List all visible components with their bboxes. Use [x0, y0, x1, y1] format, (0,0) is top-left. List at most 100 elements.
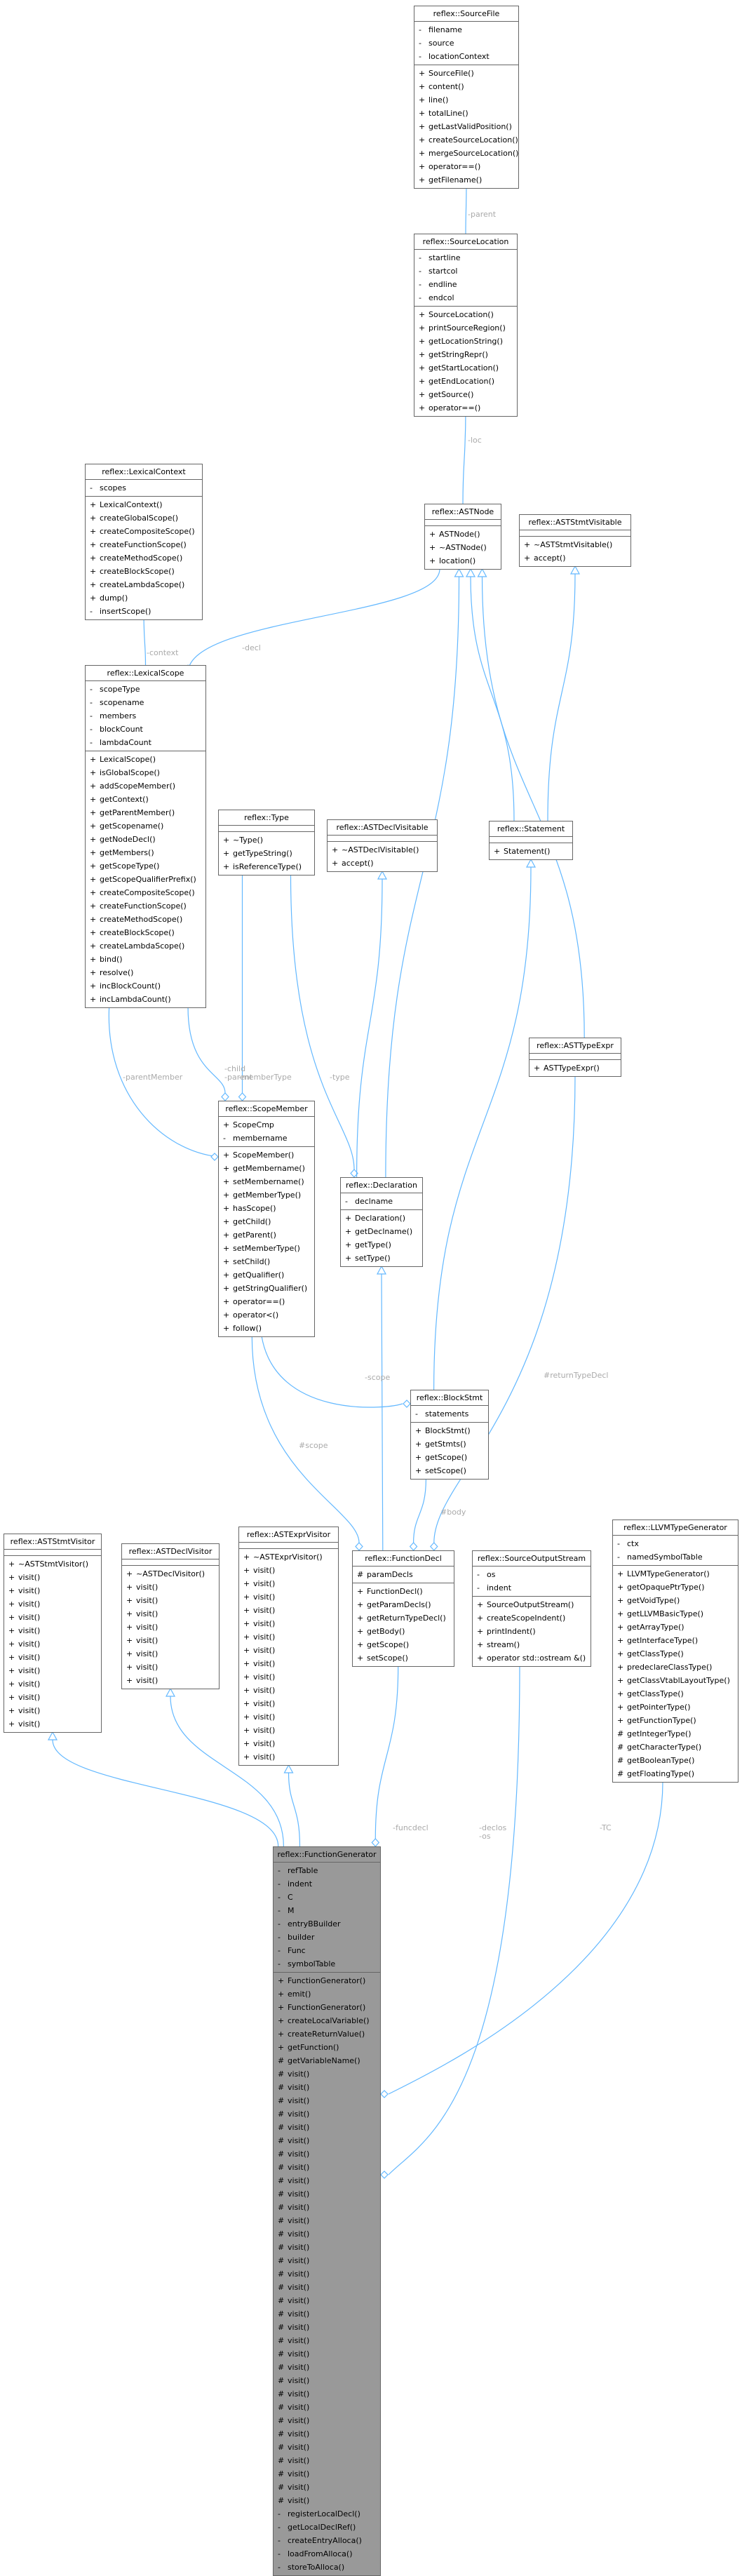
class-box-aststmtvisitor[interactable]: reflex::ASTStmtVisitor+~ASTStmtVisitor()… [4, 1534, 102, 1733]
class-box-statement[interactable]: reflex::Statement+Statement() [489, 821, 573, 860]
class-box-astnode[interactable]: reflex::ASTNode+ASTNode()+~ASTNode()+loc… [424, 504, 501, 570]
member-name: visit() [253, 1646, 276, 1655]
member-name: getLocalDeclRef() [288, 2523, 356, 2532]
method-row: +Statement() [490, 845, 572, 858]
method-row: +visit() [239, 1644, 338, 1657]
member-name: getTypeString() [233, 849, 292, 858]
member-name: visit() [288, 2083, 310, 2092]
method-row: +getDeclname() [341, 1225, 422, 1238]
class-box-blockstmt[interactable]: reflex::BlockStmt-statements+BlockStmt()… [410, 1390, 489, 1480]
class-box-aststmtvisitable[interactable]: reflex::ASTStmtVisitable+~ASTStmtVisitab… [519, 514, 631, 567]
member-name: visit() [18, 1719, 41, 1729]
class-box-sourceoutputstream[interactable]: reflex::SourceOutputStream-os-indent+Sou… [472, 1550, 591, 1667]
member-name: getLLVMBasicType() [627, 1609, 704, 1618]
class-box-astdeclvisitor[interactable]: reflex::ASTDeclVisitor+~ASTDeclVisitor()… [121, 1543, 220, 1689]
member-name: visit() [288, 2229, 310, 2239]
methods-section: + LLVMTypeGenerator() + getOpaquePtrType() +… [613, 1566, 738, 1782]
member-name: visit() [18, 1693, 41, 1702]
edge-label-context: -context [147, 648, 179, 657]
visibility-marker: + [223, 1151, 230, 1160]
member-name: createCompositeScope() [100, 888, 195, 897]
class-title: reflex::Declaration [341, 1178, 422, 1193]
visibility-marker: + [617, 1703, 624, 1712]
class-title: reflex::ASTTypeExpr [529, 1038, 621, 1054]
member-name: ctx [627, 1539, 639, 1548]
edge-llvmtypegenerator-tc-diamond [380, 2090, 389, 2098]
method-row: #visit() [274, 2161, 380, 2174]
member-name: totalLine() [429, 109, 468, 118]
visibility-marker: + [90, 567, 97, 576]
member-name: getStartLocation() [429, 363, 499, 373]
member-name: resolve() [100, 968, 134, 977]
member-name: getInterfaceType() [627, 1636, 699, 1645]
visibility-marker: - [278, 1879, 281, 1889]
visibility-marker: + [477, 1653, 484, 1663]
class-title: reflex::LexicalContext [86, 464, 202, 480]
visibility-marker: + [90, 514, 97, 523]
member-name: LLVMTypeGenerator() [627, 1569, 710, 1578]
method-row: +getSource() [414, 388, 517, 401]
class-box-sourcefile[interactable]: reflex::SourceFile-filename-source-locat… [414, 6, 519, 189]
class-box-scopemember[interactable]: reflex::ScopeMember+ScopeCmp-membername+… [218, 1101, 315, 1337]
class-box-astdeclvisitable[interactable]: reflex::ASTDeclVisitable+~ASTDeclVisitab… [327, 819, 438, 872]
member-name: visit() [253, 1566, 276, 1575]
visibility-marker: # [278, 2443, 285, 2452]
edge-label-funcdecl: -funcdecl [393, 1823, 429, 1832]
member-name: getOpaquePtrType() [627, 1583, 705, 1592]
method-row: -insertScope() [86, 605, 202, 618]
method-row: +visit() [4, 1611, 101, 1624]
member-name: visit() [288, 2203, 310, 2212]
class-box-functiondecl[interactable]: reflex::FunctionDecl#paramDecls+Function… [352, 1550, 454, 1667]
class-box-astexprvisitor[interactable]: reflex::ASTExprVisitor+~ASTExprVisitor()… [238, 1527, 339, 1766]
visibility-marker: + [8, 1573, 15, 1582]
member-name: follow() [233, 1324, 262, 1333]
visibility-marker: # [278, 2389, 285, 2399]
member-name: setMemberType() [233, 1244, 300, 1253]
class-box-sourcelocation[interactable]: reflex::SourceLocation-startline-startco… [414, 234, 518, 417]
visibility-marker: + [223, 1217, 230, 1226]
method-row: +createSourceLocation() [414, 133, 518, 147]
visibility-marker: - [90, 725, 93, 734]
method-row: +resolve() [86, 966, 205, 979]
method-row: #visit() [274, 2134, 380, 2147]
member-name: mergeSourceLocation() [429, 149, 519, 158]
member-name: operator==() [429, 403, 481, 412]
edge-label-scope-fd: #scope [299, 1441, 328, 1450]
class-box-lexicalcontext[interactable]: reflex::LexicalContext-scopes+LexicalCon… [85, 464, 203, 620]
attribute-row: -scopes [86, 481, 202, 495]
edge-functiongenerator-astdeclvisitor [170, 1696, 284, 1847]
visibility-marker: + [415, 1466, 422, 1475]
visibility-marker: + [357, 1653, 364, 1663]
visibility-marker: + [8, 1626, 15, 1635]
method-row: +line() [414, 93, 518, 107]
method-row: +getClassType() [613, 1687, 738, 1700]
methods-section: +~ASTStmtVisitor()+visit()+visit()+visit… [4, 1556, 101, 1732]
edge-label-declos: -declos -os [479, 1823, 507, 1841]
class-box-declaration[interactable]: reflex::Declaration-declname+Declaration… [340, 1177, 423, 1267]
visibility-marker: - [419, 293, 421, 302]
member-name: getEndLocation() [429, 377, 495, 386]
method-row: +getStringQualifier() [219, 1282, 314, 1295]
visibility-marker: - [278, 1919, 281, 1928]
class-box-type[interactable]: reflex::Type+~Type()+getTypeString()+isR… [218, 810, 315, 876]
visibility-marker: + [223, 1310, 230, 1320]
class-box-lexicalscope[interactable]: reflex::LexicalScope-scopeType-scopename… [85, 665, 206, 1008]
visibility-marker: + [223, 1164, 230, 1173]
member-name: visit() [288, 2483, 310, 2492]
visibility-marker: + [617, 1623, 624, 1632]
attribute-row: +ScopeCmp [219, 1118, 314, 1132]
visibility-marker: + [243, 1592, 250, 1602]
member-name: visit() [18, 1679, 41, 1689]
method-row: +getFunctionType() [613, 1714, 738, 1727]
visibility-marker: + [419, 350, 426, 359]
member-name: createReturnValue() [288, 2030, 365, 2039]
member-name: ~ASTDeclVisitor() [136, 1569, 205, 1578]
class-box-asttypeexpr[interactable]: reflex::ASTTypeExpr+ASTTypeExpr() [529, 1038, 621, 1077]
visibility-marker: + [243, 1752, 250, 1762]
visibility-marker: # [278, 2429, 285, 2439]
visibility-marker: + [223, 1297, 230, 1306]
member-name: createScopeIndent() [487, 1614, 566, 1623]
class-box-llvmtypegenerator[interactable]: reflex::LLVMTypeGenerator-ctx-namedSymbo… [612, 1520, 738, 1783]
method-row: +operator==() [414, 160, 518, 173]
visibility-marker: + [419, 149, 426, 158]
